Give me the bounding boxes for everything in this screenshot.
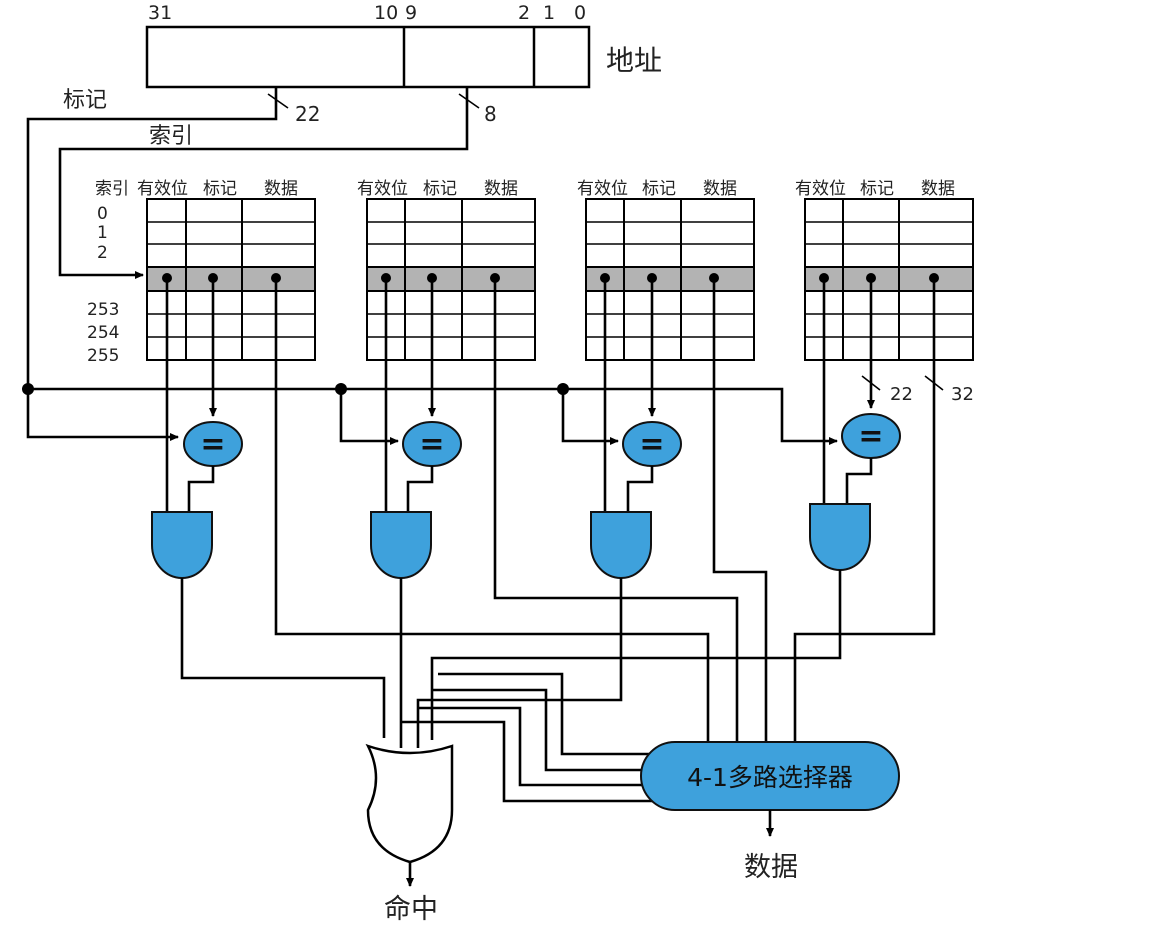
index-bus-label: 索引 (149, 124, 193, 149)
select-wire-3 (418, 706, 648, 787)
hit-logic: 命中 (365, 743, 454, 925)
way4-tag-width-slash (861, 375, 881, 391)
address-register: 31 10 9 2 1 0 地址 (145, 2, 662, 89)
way2-selected-row (366, 266, 536, 292)
bit-label-2: 2 (518, 2, 530, 24)
cache-way-4: 有效位 标记 数据 22 32 = (430, 179, 974, 742)
bit-label-1: 1 (543, 2, 555, 24)
index-row-255: 255 (87, 346, 119, 366)
tag-to-cmp-4 (772, 387, 838, 445)
select-wire-2 (432, 688, 648, 772)
way4-and-gate (809, 503, 871, 571)
index-row-253: 253 (87, 300, 119, 320)
address-buses: 22 标记 8 索引 (22, 87, 838, 445)
way3-header-data: 数据 (703, 179, 737, 199)
way1-header-valid: 有效位 (137, 179, 188, 199)
tag-junction-1 (22, 383, 34, 395)
way4-header-tag: 标记 (860, 179, 894, 199)
index-width-label: 8 (484, 102, 497, 126)
way1-and-gate (151, 511, 213, 579)
address-label: 地址 (606, 44, 662, 77)
tag-bus (26, 87, 278, 441)
way3-selected-row (585, 266, 755, 292)
way1-equals-symbol: = (200, 427, 225, 462)
way4-cmp-to-and (845, 458, 873, 504)
tag-to-cmp-2 (339, 389, 399, 445)
data-width-slash (924, 375, 944, 391)
way3-hit-wire (416, 578, 623, 748)
way4-selected-row (804, 266, 974, 292)
address-box (145, 25, 591, 89)
way1-header-tag: 标记 (203, 179, 237, 199)
way1-hit-wire (180, 578, 386, 738)
tag-compare-width-label: 22 (890, 384, 913, 405)
way3-header-valid: 有效位 (577, 179, 628, 199)
way1-header-data: 数据 (264, 179, 298, 199)
mux-select-wires (401, 672, 660, 803)
way4-data-wire (793, 278, 936, 742)
index-width-slash (458, 93, 480, 109)
tag-to-cmp-3 (561, 389, 619, 445)
mux-label: 4-1多路选择器 (687, 763, 853, 792)
way2-and-gate (370, 511, 432, 579)
select-wire-4 (401, 720, 660, 803)
data-output-label: 数据 (744, 852, 798, 883)
bit-label-0: 0 (574, 2, 586, 24)
select-wire-1 (438, 672, 660, 756)
cache-way-2: 有效位 标记 数据 = (357, 179, 739, 748)
cache-way-1: 索引 有效位 标记 数据 0 1 2 253 254 255 = (87, 179, 710, 742)
way1-data-wire (274, 278, 710, 742)
way2-equals-symbol: = (419, 427, 444, 462)
way2-header-data: 数据 (484, 179, 518, 199)
way2-header-valid: 有效位 (357, 179, 408, 199)
data-width-label: 32 (951, 384, 974, 405)
bit-label-31: 31 (148, 2, 172, 24)
way3-and-gate (590, 511, 652, 579)
way4-header-data: 数据 (921, 179, 955, 199)
way3-cmp-to-and (626, 466, 654, 512)
bit-label-9: 9 (405, 2, 417, 24)
tag-bus-label: 标记 (63, 88, 107, 113)
index-bus (58, 87, 469, 279)
tag-width-label: 22 (295, 102, 320, 126)
way1-selected-row (146, 266, 316, 292)
index-row-0: 0 (97, 204, 108, 224)
index-row-254: 254 (87, 323, 119, 343)
way1-header-index: 索引 (95, 179, 129, 199)
bit-label-10: 10 (374, 2, 398, 24)
way4-equals-symbol: = (858, 419, 883, 454)
way1-cmp-to-and (187, 466, 215, 512)
way4-header-valid: 有效位 (795, 179, 846, 199)
way3-header-tag: 标记 (642, 179, 676, 199)
tag-width-slash (267, 93, 289, 109)
cache-way-3: 有效位 标记 数据 = (416, 179, 768, 748)
way3-equals-symbol: = (639, 427, 664, 462)
multiplexer: 4-1多路选择器 数据 (640, 741, 900, 883)
way2-header-tag: 标记 (423, 179, 457, 199)
hit-output-label: 命中 (384, 894, 438, 925)
index-row-2: 2 (97, 243, 108, 263)
way2-data-wire (493, 278, 739, 742)
way4-hit-wire (430, 570, 842, 740)
or-gate (365, 743, 454, 864)
index-row-1: 1 (97, 223, 108, 243)
way2-cmp-to-and (406, 466, 434, 512)
